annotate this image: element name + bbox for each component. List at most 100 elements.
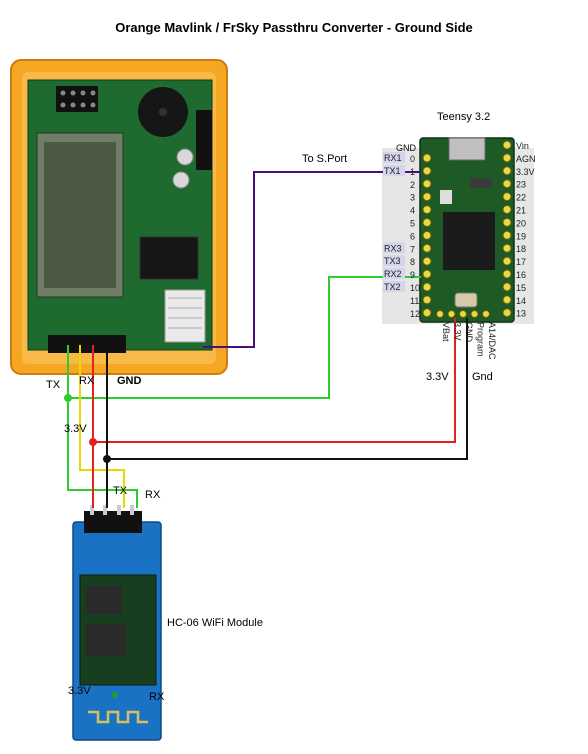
teensy-bottom-pin-label: VBat bbox=[441, 322, 451, 342]
teensy-left-pin-number: 11 bbox=[410, 296, 419, 306]
teensy-right-pad bbox=[502, 230, 512, 240]
led-2 bbox=[172, 171, 190, 189]
hc-tx-label: TX bbox=[113, 485, 128, 497]
regulator bbox=[139, 236, 199, 280]
teensy-pin-label-bg bbox=[383, 255, 405, 267]
left-3v3-label: 3.3V bbox=[64, 423, 87, 435]
teensy-left-pin-number: 8 bbox=[410, 257, 415, 267]
teensy-right-pad bbox=[502, 166, 512, 176]
teensy-left-pin-label: TX2 bbox=[384, 282, 401, 292]
antenna-trace bbox=[88, 710, 148, 724]
teensy-left-pin-number: 4 bbox=[410, 206, 415, 216]
teensy-bottom-pad bbox=[482, 310, 490, 318]
hc-3v3-label: 3.3V bbox=[68, 685, 91, 697]
teensy-left-pin-label: RX3 bbox=[384, 243, 402, 253]
teensy-right-pad bbox=[502, 205, 512, 214]
teensy-left-pad bbox=[422, 192, 432, 202]
teensy-title: Teensy 3.2 bbox=[437, 111, 490, 123]
hc-rx-bottom-label: RX bbox=[149, 691, 165, 703]
teensy-right-pad bbox=[502, 282, 512, 292]
teensy-right-pin-label: 3.3V bbox=[516, 167, 535, 177]
top-header bbox=[56, 86, 98, 112]
side-connector bbox=[196, 110, 212, 170]
teensy-right-pad bbox=[502, 153, 512, 163]
teensy-right-pin-label: 13 bbox=[516, 309, 526, 319]
teensy-chip bbox=[443, 212, 495, 270]
usb-port bbox=[448, 137, 486, 161]
teensy-bottom-pad bbox=[470, 310, 479, 318]
teensy-left-pin-number: 9 bbox=[410, 270, 415, 280]
teensy-bottom-pin-label: GND bbox=[464, 322, 474, 343]
junction-3v3 bbox=[89, 438, 97, 446]
teensy-left-pin-number: 12 bbox=[410, 309, 420, 319]
teensy-pin-label-bg bbox=[383, 268, 405, 280]
teensy-right-pad bbox=[502, 308, 512, 318]
teensy-left-pin-number: 3 bbox=[410, 193, 415, 203]
teensy-left-pad bbox=[422, 269, 432, 279]
wire-gnd-to-teensy-black bbox=[107, 318, 468, 460]
teensy-bottom-pin-label: 3.3V bbox=[453, 322, 463, 341]
teensy-right-pin-label: 17 bbox=[516, 257, 526, 267]
teensy-left-pad bbox=[422, 295, 432, 305]
teensy-left-pin-number: 0 bbox=[410, 154, 415, 164]
teensy-right-pin-label: 23 bbox=[516, 180, 526, 190]
teensy-right-pin-label: Vin bbox=[516, 141, 529, 151]
teensy-left-pin-label: RX1 bbox=[384, 153, 402, 163]
radio-rx-label: RX bbox=[79, 375, 95, 387]
to-sport-label: To S.Port bbox=[302, 153, 347, 165]
teensy-right-pad bbox=[502, 295, 512, 305]
wires bbox=[64, 171, 468, 508]
teensy-right-pin-label: AGN bbox=[516, 154, 536, 164]
jst-connector bbox=[164, 289, 206, 343]
orange-radio-module bbox=[10, 59, 228, 375]
teensy-gnd-label: GND bbox=[396, 143, 417, 153]
teensy-left-pad bbox=[422, 282, 432, 292]
teensy-right-pad bbox=[502, 140, 512, 150]
teensy-left-pad bbox=[422, 166, 432, 176]
teensy-bottom-pin-label: Program bbox=[476, 322, 486, 357]
teensy-left-pin-label: TX3 bbox=[384, 256, 401, 266]
teensy-bottom-pin-label: A14/DAC bbox=[487, 322, 497, 360]
teensy-bottom-pad bbox=[459, 310, 467, 318]
teensy-left-pin-number: 10 bbox=[410, 283, 420, 293]
radio-tx-label: TX bbox=[46, 379, 61, 391]
teensy-right-pad bbox=[502, 256, 512, 266]
teensy-left-pad bbox=[422, 153, 432, 163]
teensy-pin-label-bg bbox=[383, 164, 405, 176]
teensy-left-pin-number: 1 bbox=[410, 167, 415, 177]
junction-gnd bbox=[103, 455, 111, 463]
right-gnd-label: Gnd bbox=[472, 371, 493, 383]
bottom-header bbox=[48, 335, 126, 353]
teensy-right-pad bbox=[502, 243, 512, 253]
wire-tx-green bbox=[67, 345, 138, 508]
teensy-right-pin-label: 18 bbox=[516, 244, 526, 254]
hc06-header bbox=[84, 511, 142, 533]
teensy-left-pad bbox=[422, 308, 432, 318]
teensy-left-pad bbox=[422, 205, 432, 215]
teensy-right-pin-label: 14 bbox=[516, 296, 526, 306]
teensy-right-pad bbox=[502, 192, 512, 202]
teensy-left-pin-label: TX1 bbox=[384, 166, 401, 176]
wire-tx-to-rx2-green bbox=[68, 276, 421, 399]
teensy-left-pin-number: 7 bbox=[410, 244, 415, 254]
teensy-left-pin-number: 5 bbox=[410, 219, 415, 229]
teensy-board bbox=[382, 137, 534, 324]
teensy-right-pad bbox=[502, 217, 512, 227]
teensy-right-pin-label: 21 bbox=[516, 206, 526, 216]
teensy-right-pin-label: 19 bbox=[516, 231, 526, 241]
hc06-label: HC-06 WiFi Module bbox=[167, 617, 263, 629]
teensy-left-pin-label: RX2 bbox=[384, 269, 402, 279]
teensy-right-pad bbox=[502, 179, 512, 189]
teensy-pads bbox=[422, 140, 512, 318]
hc06-module bbox=[72, 505, 162, 741]
teensy-right-pin-label: 15 bbox=[516, 283, 526, 293]
program-button bbox=[454, 292, 478, 308]
teensy-left-pad bbox=[422, 179, 432, 189]
teensy-left-pad bbox=[422, 230, 432, 240]
teensy-right-pad bbox=[502, 269, 512, 279]
teensy-left-pin-number: 6 bbox=[410, 231, 415, 241]
page-title: Orange Mavlink / FrSky Passthru Converte… bbox=[115, 20, 473, 35]
teensy-pin-label-bg bbox=[383, 281, 405, 292]
teensy-pin-label-bg bbox=[383, 242, 405, 254]
